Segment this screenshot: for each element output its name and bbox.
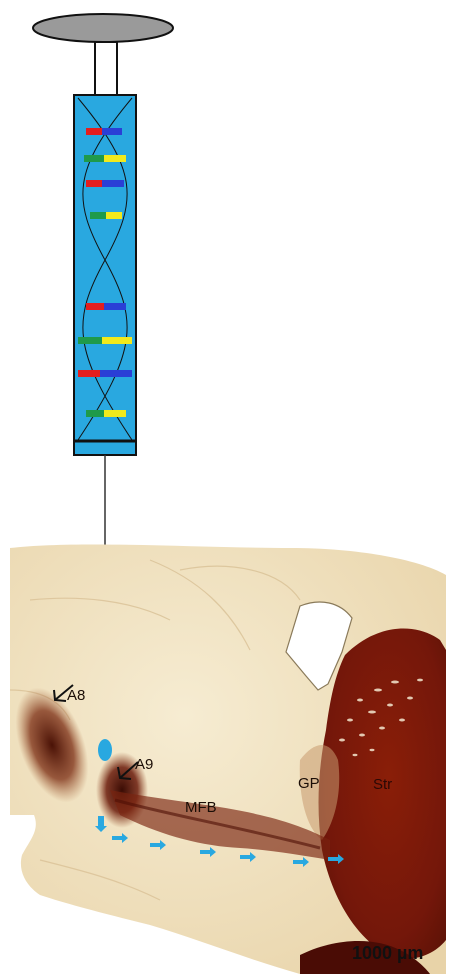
brain-section [1,544,446,974]
base-pair-green-yellow-2 [90,212,122,219]
injection-droplet [98,739,112,761]
plunger-rod [95,42,117,96]
scale-bar-label: 1000 µm [352,943,423,964]
base-pair-red-blue-3 [86,303,126,310]
base-pair-red-blue-2 [86,180,124,187]
mfb-label: MFB [185,799,217,816]
base-pair-red-blue-4 [78,370,132,377]
base-pair-green-yellow-3 [78,337,132,344]
str-label: Str [373,776,392,793]
syringe-barrel [74,95,136,455]
base-pair-green-yellow-1 [84,155,126,162]
base-pair-green-yellow-4 [86,410,126,417]
a9-label: A9 [135,756,153,773]
plunger-thumb-rest [33,14,173,42]
a8-label: A8 [67,687,85,704]
gp-label: GP [298,775,320,792]
base-pair-red-blue-1 [86,128,122,135]
